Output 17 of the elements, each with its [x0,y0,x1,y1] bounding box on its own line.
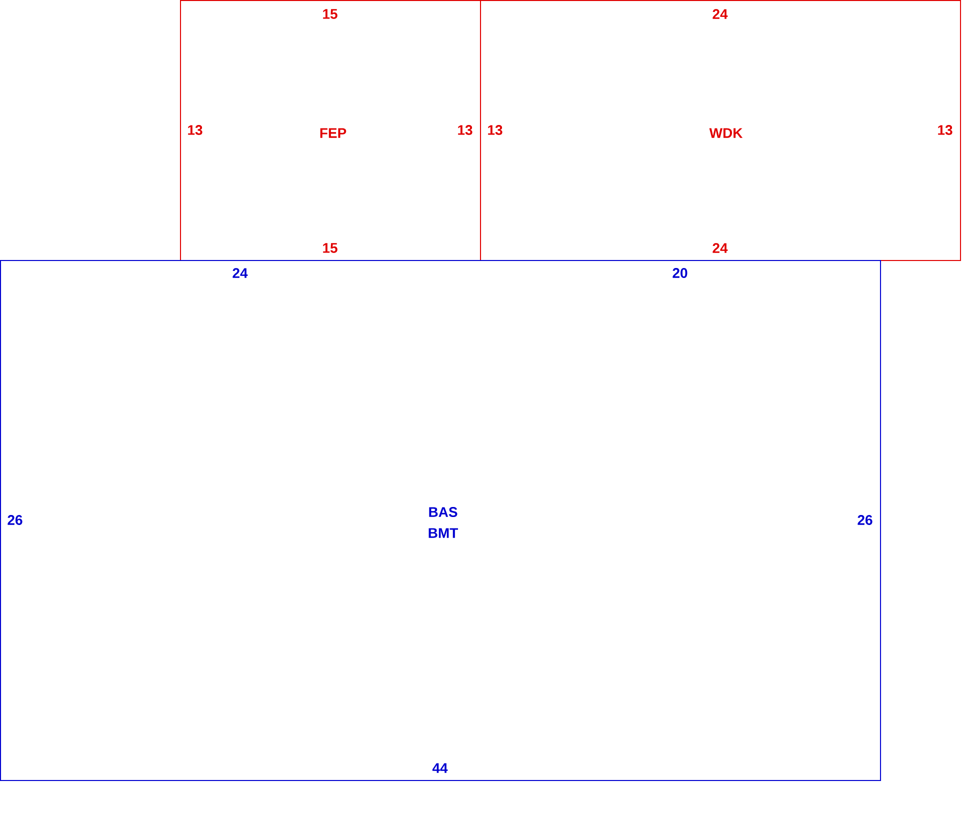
dimension-label: 20 [672,268,688,278]
dimension-label: 26 [858,515,872,525]
dimension-label: 13 [938,125,952,135]
dimension-label: 24 [712,243,728,253]
dimension-label: 13 [488,125,502,135]
dimension-label: 44 [432,763,448,773]
dimension-label: 26 [8,515,22,525]
dimension-label: 13 [458,125,472,135]
room-label: FEP [320,128,346,138]
room-label: WDK [709,128,743,138]
room-label: BMT [428,528,458,538]
dimension-label: 24 [232,268,248,278]
dimension-label: 15 [323,243,338,253]
dimension-label: 15 [323,9,338,19]
dimension-label: 24 [712,9,728,19]
dimension-label: 13 [188,125,202,135]
room-label: BAS [429,507,458,517]
